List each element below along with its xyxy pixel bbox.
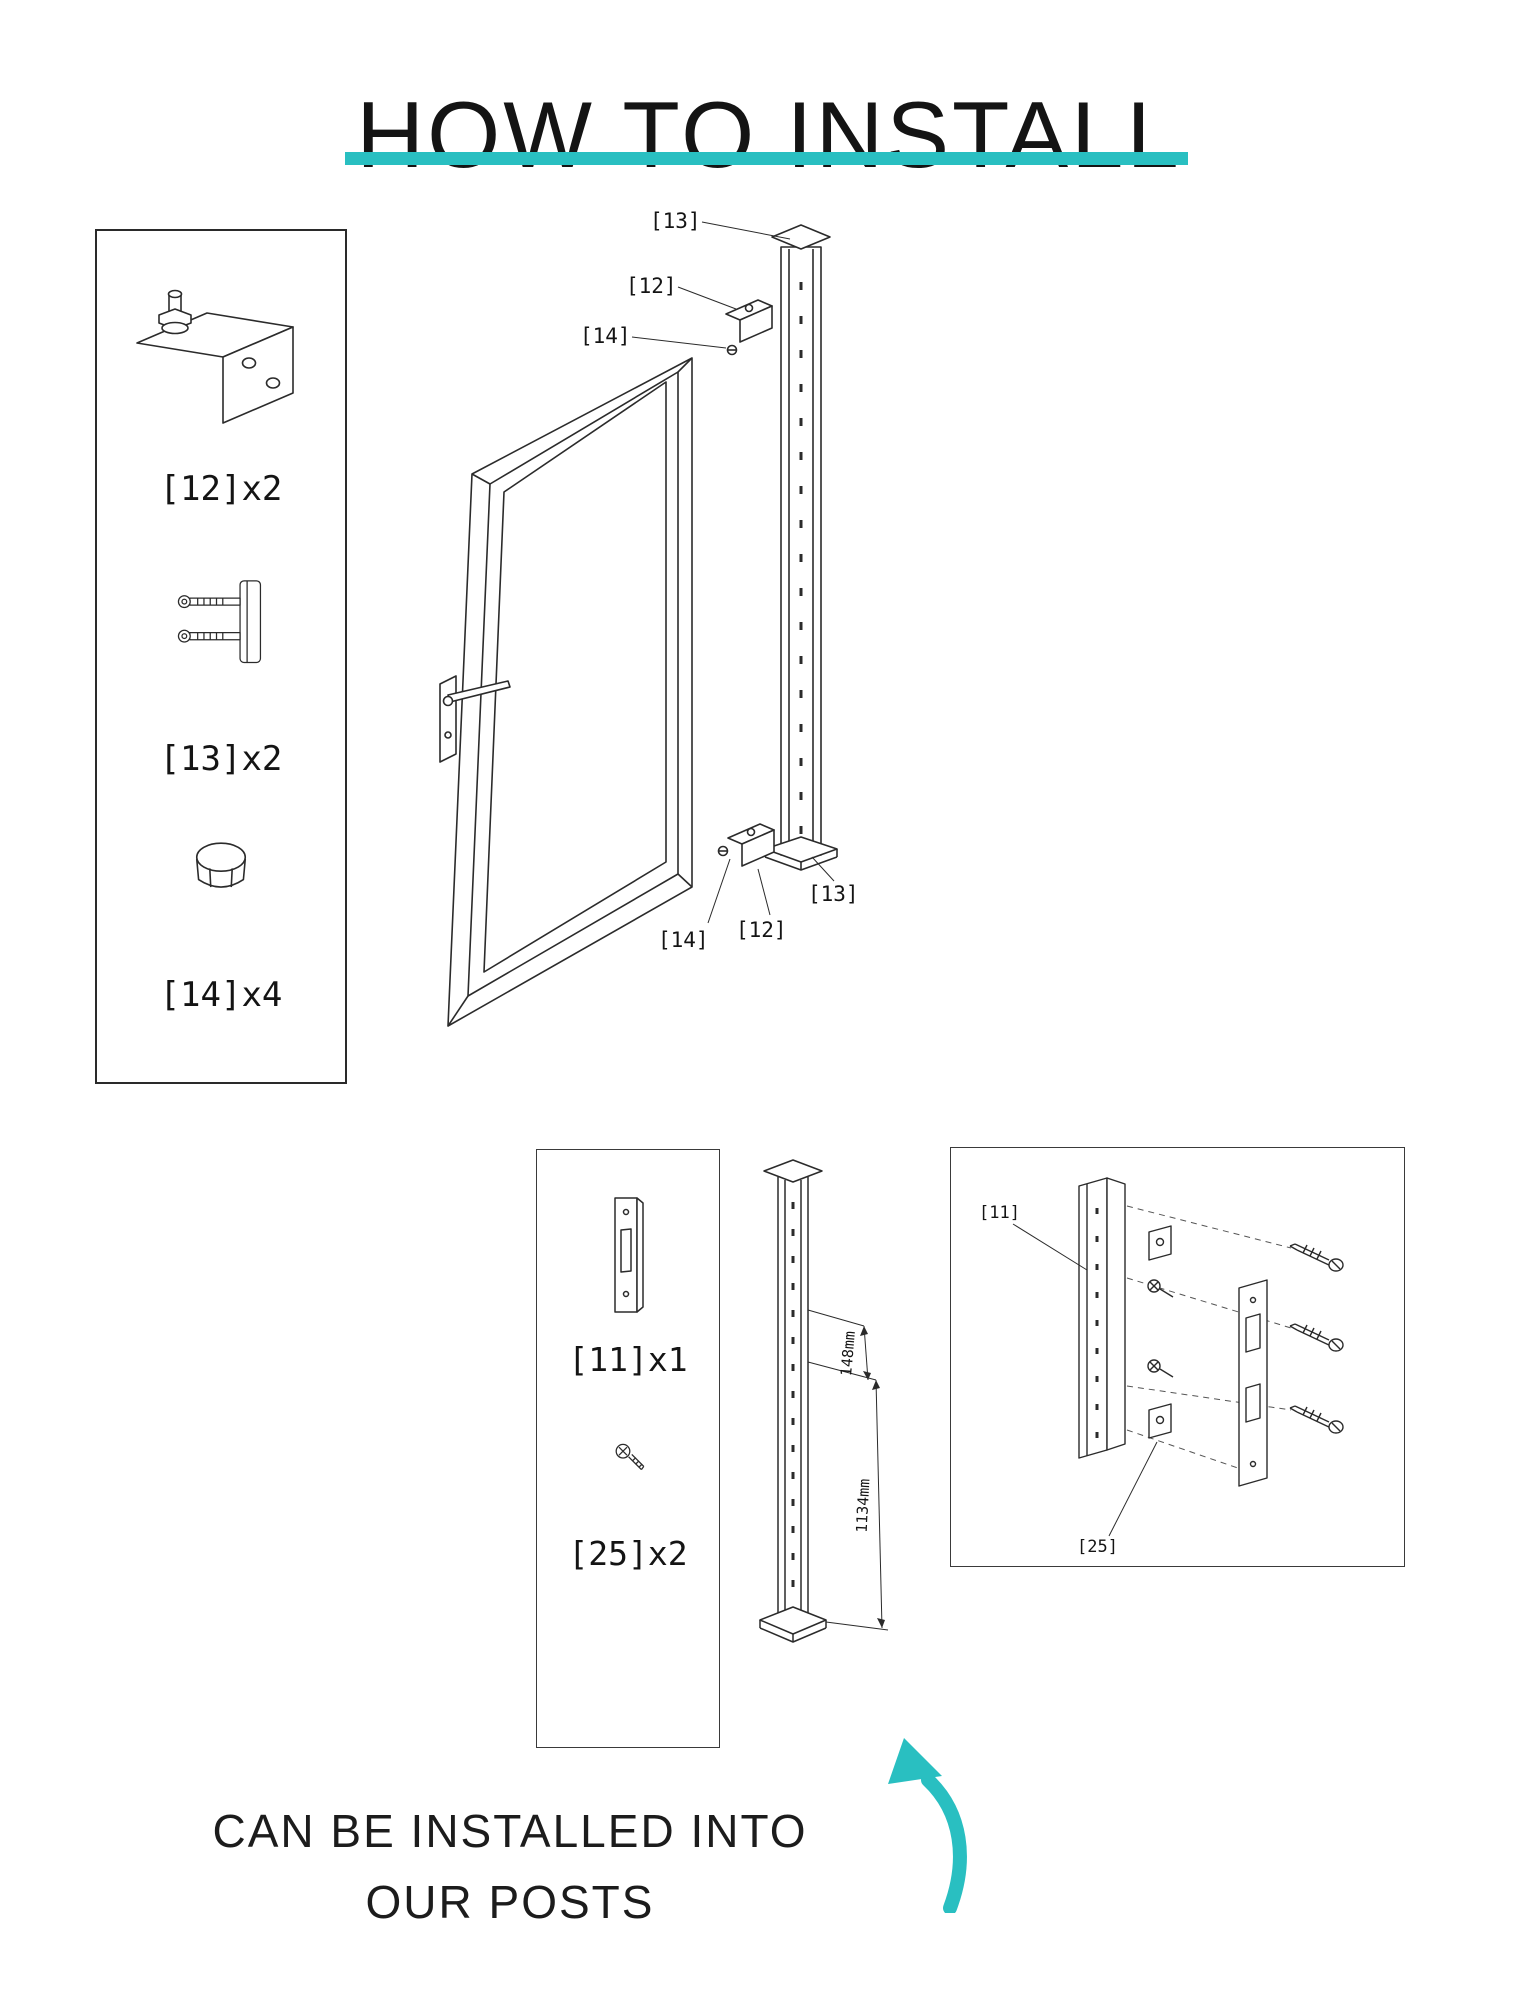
callout-13-bottom: [13]	[808, 882, 859, 906]
callout-13-top: [13]	[650, 209, 701, 233]
part-12-label: [12]x2	[159, 469, 283, 509]
latch-install-box: [11] [25]	[950, 1147, 1405, 1567]
post-dimension-diagram: 148mm 1134mm	[759, 1159, 889, 1643]
title-underline-bar	[345, 152, 1188, 165]
footer-caption: CAN BE INSTALLED INTO OUR POSTS	[70, 1796, 950, 1939]
long-screw-icon	[1289, 1323, 1344, 1352]
part-13-label: [13]x2	[159, 739, 283, 779]
dimension-lines	[807, 1309, 889, 1631]
teal-arrow-icon	[888, 1738, 967, 1913]
footer-line-1: CAN BE INSTALLED INTO	[212, 1805, 808, 1857]
dim-1134mm-label: 1134mm	[853, 1478, 874, 1533]
callout-leader-lines	[631, 221, 835, 924]
callout-14-top: [14]	[580, 324, 631, 348]
callout-11: [11]	[979, 1203, 1020, 1223]
hinge-parts-legend: [12]x2 [1	[95, 229, 347, 1084]
footer-line-2: OUR POSTS	[365, 1876, 655, 1929]
long-screw-icon	[1289, 1405, 1344, 1434]
callout-12-bottom: [12]	[736, 918, 787, 942]
part-14-label: [14]x4	[159, 975, 283, 1015]
callout-25: [25]	[1077, 1537, 1118, 1557]
screw-icon	[615, 1443, 645, 1471]
hinge-bolt-icon	[177, 580, 262, 664]
callout-12-top: [12]	[626, 274, 677, 298]
part-11-label: [11]x1	[568, 1340, 688, 1379]
corner-bracket-icon	[136, 289, 294, 424]
page-title: HOW TO INSTALL	[356, 81, 1182, 187]
dim-148mm-label: 148mm	[837, 1330, 859, 1377]
latch-exploded-diagram: [11] [25]	[979, 1177, 1344, 1557]
part-25-label: [25]x2	[568, 1534, 688, 1573]
cap-nut-icon	[195, 842, 247, 888]
latch-keeper-icon	[614, 1197, 644, 1313]
gate-and-post-diagram: [13] [12] [14] [14] [12] [13]	[439, 209, 859, 1027]
latch-parts-legend: [11]x1 [25]x2	[536, 1149, 720, 1748]
long-screw-icon	[1289, 1243, 1344, 1272]
callout-14-bottom: [14]	[658, 928, 709, 952]
